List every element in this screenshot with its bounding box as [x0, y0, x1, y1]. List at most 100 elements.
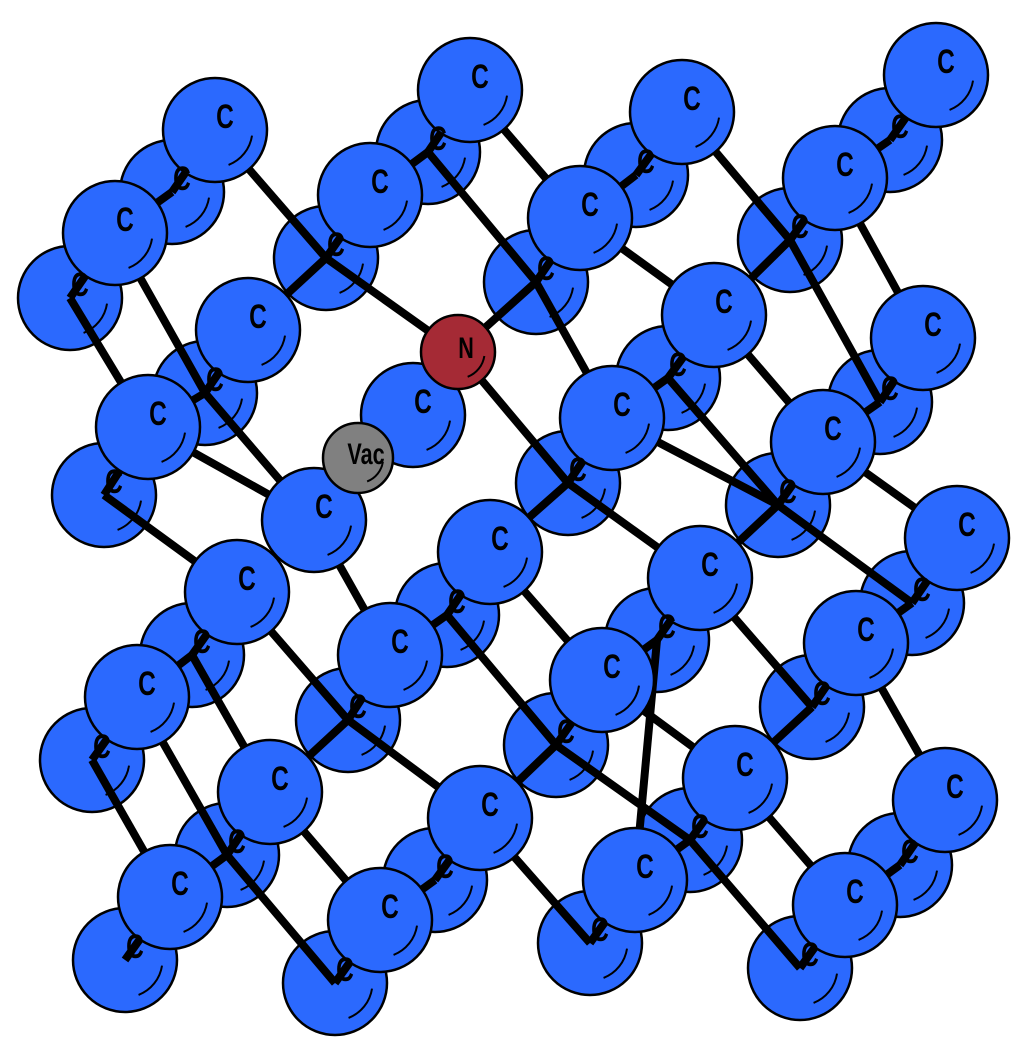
highlight-arc	[250, 597, 276, 628]
highlight-arc	[949, 80, 975, 111]
carbon-label: C	[171, 865, 189, 903]
highlight-arc	[327, 525, 353, 556]
carbon-label: C	[126, 928, 144, 966]
carbon-label: C	[238, 560, 256, 598]
highlight-arc	[936, 343, 962, 374]
carbon-atom	[581, 826, 689, 934]
label-layer: CCCCCCCCCCCCCCCCCCCCCCCCCCCCCCCCCCCCCCCC…	[71, 43, 976, 989]
carbon-label: C	[946, 768, 964, 806]
carbon-label: C	[429, 120, 447, 158]
highlight-arc	[970, 543, 996, 574]
highlight-arc	[283, 797, 309, 828]
highlight-arc	[603, 948, 629, 979]
carbon-label: C	[881, 370, 899, 408]
highlight-arc	[467, 355, 486, 378]
carbon-label: C	[216, 98, 234, 136]
carbon-label: C	[381, 888, 399, 926]
highlight-arc	[958, 805, 984, 836]
carbon-label: C	[791, 208, 809, 246]
highlight-arc	[150, 702, 176, 733]
carbon-label: C	[637, 143, 655, 181]
carbon-label: C	[658, 608, 676, 646]
carbon-atom	[903, 484, 1011, 592]
carbon-label: C	[228, 823, 246, 861]
carbon-label: C	[901, 833, 919, 871]
highlight-arc	[925, 608, 951, 639]
carbon-label: C	[349, 688, 367, 726]
carbon-label: C	[715, 283, 733, 321]
carbon-label: C	[71, 266, 89, 304]
highlight-arc	[713, 583, 739, 614]
bond	[786, 238, 884, 404]
carbon-label: C	[436, 848, 454, 886]
carbon-atom	[83, 643, 191, 751]
carbon-label: C	[824, 410, 842, 448]
highlight-arc	[858, 910, 884, 941]
carbon-label: C	[391, 623, 409, 661]
carbon-atom	[660, 261, 768, 369]
carbon-label: C	[249, 298, 267, 336]
carbon-label: C	[206, 361, 224, 399]
highlight-arc	[615, 685, 641, 716]
highlight-arc	[893, 407, 919, 438]
carbon-atom	[548, 626, 656, 734]
carbon-label: C	[471, 58, 489, 96]
carbon-atom	[791, 851, 899, 959]
carbon-label: C	[913, 571, 931, 609]
carbon-label: C	[891, 108, 909, 146]
carbon-label: C	[836, 146, 854, 184]
carbon-atom	[681, 724, 789, 832]
bond	[424, 149, 540, 285]
bond	[223, 852, 339, 986]
carbon-atom	[891, 746, 999, 854]
nitrogen-label: N	[458, 330, 474, 364]
highlight-arc	[670, 645, 696, 676]
carbon-label: C	[591, 911, 609, 949]
carbon-label: C	[315, 488, 333, 526]
carbon-label: C	[691, 808, 709, 846]
carbon-atom	[336, 601, 444, 709]
carbon-label: C	[193, 623, 211, 661]
highlight-arc	[825, 712, 851, 743]
highlight-arc	[441, 157, 467, 188]
carbon-atom	[194, 276, 302, 384]
carbon-label: C	[173, 160, 191, 198]
highlight-arc	[649, 180, 675, 211]
highlight-arc	[448, 885, 474, 916]
carbon-label: C	[414, 383, 432, 421]
carbon-atom	[526, 164, 634, 272]
carbon-atom	[216, 738, 324, 846]
carbon-label: C	[924, 306, 942, 344]
highlight-arc	[183, 902, 209, 933]
highlight-arc	[625, 423, 651, 454]
carbon-label: C	[93, 728, 111, 766]
carbon-atom	[781, 124, 889, 232]
carbon-label: C	[813, 675, 831, 713]
highlight-arc	[240, 860, 266, 891]
carbon-atom	[94, 373, 202, 481]
carbon-atom	[628, 58, 736, 166]
highlight-arc	[748, 783, 774, 814]
carbon-label: C	[736, 746, 754, 784]
carbon-label: C	[857, 611, 875, 649]
highlight-arc	[913, 870, 939, 901]
carbon-atom	[316, 141, 424, 249]
carbon-label: C	[537, 250, 555, 288]
carbon-atom	[183, 538, 291, 646]
carbon-label: C	[557, 713, 575, 751]
carbon-atom	[426, 764, 534, 872]
highlight-arc	[483, 95, 509, 126]
highlight-arc	[161, 432, 187, 463]
highlight-arc	[813, 973, 839, 1004]
carbon-label: C	[603, 648, 621, 686]
carbon-atom	[802, 589, 910, 697]
carbon-label: C	[937, 43, 955, 81]
front-atom-layer	[61, 21, 1011, 974]
nitrogen-atom	[419, 313, 497, 391]
carbon-label: C	[569, 451, 587, 489]
carbon-atom	[61, 179, 169, 287]
bond	[443, 612, 560, 748]
highlight-arc	[228, 135, 254, 166]
